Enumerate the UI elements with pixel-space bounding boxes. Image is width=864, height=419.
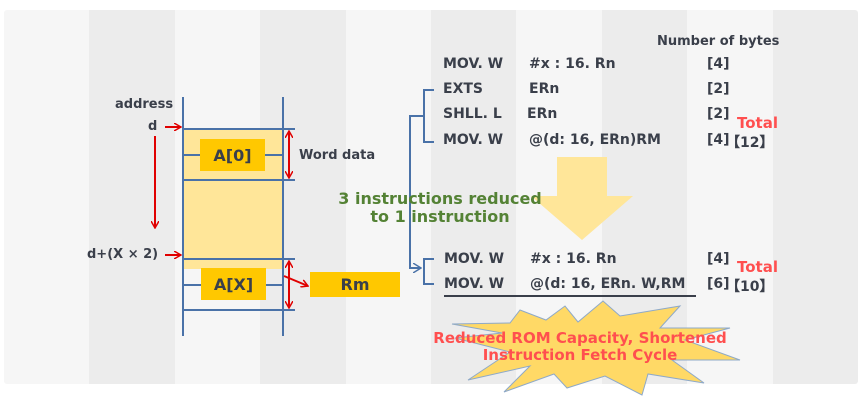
offset-address-label: d+(X × 2) [87, 247, 159, 262]
result-starburst [451, 300, 741, 396]
bracket-connector [409, 115, 424, 268]
instr-operand: ERn [527, 106, 558, 122]
instr-operand: @(d: 16, ERn. W,RM [530, 276, 686, 292]
instr-op: EXTS [443, 81, 483, 97]
start-address-label: d [148, 119, 158, 134]
instr-bytes: [2] [707, 81, 730, 97]
instr-bytes: [6] [707, 276, 730, 292]
instr-op: MOV. W [444, 251, 505, 267]
instr-operand: ERn [529, 81, 560, 97]
instr-op: SHLL. L [443, 106, 502, 122]
word-data-label: Word data [299, 148, 376, 163]
instr-operand: @(d: 16, ERn)RM [529, 132, 661, 148]
instr-bytes: [4] [707, 132, 730, 148]
reduction-note: 3 instructions reduced to 1 instruction [338, 189, 542, 226]
instr-op: MOV. W [444, 276, 505, 292]
load-to-register-arrow [283, 275, 308, 286]
instr-op: MOV. W [443, 132, 504, 148]
element-ax: A[X] [201, 268, 266, 300]
after-bracket [423, 258, 434, 285]
instr-bytes: [4] [707, 56, 730, 72]
instr-operand: #x : 16. Rn [530, 251, 617, 267]
after-total-label: Total [737, 258, 778, 276]
before-bracket [423, 89, 434, 143]
instr-bytes: [4] [707, 251, 730, 267]
address-label: address [115, 97, 174, 112]
instr-bytes: [2] [707, 106, 730, 122]
register-rm: Rm [310, 272, 400, 297]
instr-op: MOV. W [443, 56, 504, 72]
bytes-header: Number of bytes [657, 34, 780, 49]
after-total-value: 【10】 [726, 279, 774, 295]
reduction-arrow [531, 157, 633, 240]
result-text: Reduced ROM Capacity, Shortened Instruct… [433, 329, 727, 364]
before-total-label: Total [737, 114, 778, 132]
element-a0: A[0] [200, 139, 265, 171]
instr-operand: #x : 16. Rn [529, 56, 616, 72]
before-total-value: 【12】 [726, 135, 774, 151]
